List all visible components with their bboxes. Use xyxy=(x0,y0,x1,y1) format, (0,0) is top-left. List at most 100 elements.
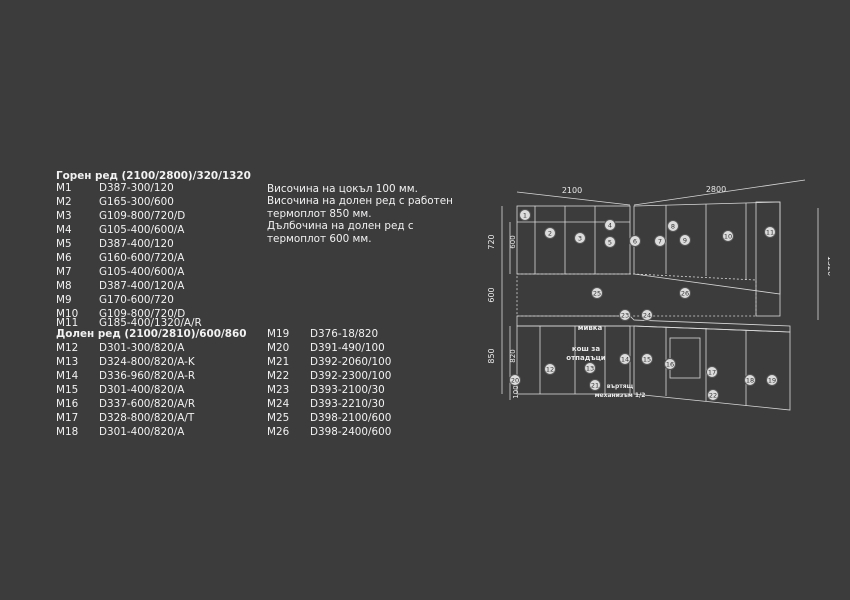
item-desc: D328-800/820/A/T xyxy=(99,412,195,424)
item-desc: D398-2100/600 xyxy=(310,412,392,424)
note-line: термоплот 600 мм. xyxy=(267,232,372,245)
marker-label: 1 xyxy=(523,212,527,220)
dim-label-upper-outer: 720 xyxy=(487,234,496,249)
marker-circle xyxy=(619,353,631,365)
item-desc: D391-490/100 xyxy=(310,342,385,354)
marker-label: 16 xyxy=(666,361,674,369)
marker-label: 3 xyxy=(578,235,582,243)
item-code: M4 xyxy=(56,224,72,236)
marker-label: 13 xyxy=(586,365,594,373)
note-line: термоплот 850 мм. xyxy=(267,207,372,220)
marker-circle xyxy=(589,379,601,391)
upper-cabinets-right xyxy=(633,201,781,295)
marker-circle xyxy=(667,220,679,232)
item-desc: D387-300/120 xyxy=(99,182,174,194)
item-desc: D376-18/820 xyxy=(310,328,379,340)
marker-label: 23 xyxy=(621,312,629,320)
item-code: M22 xyxy=(267,370,290,382)
marker-circle xyxy=(654,235,666,247)
item-desc: D336-960/820/A-R xyxy=(99,370,196,382)
marker-circle xyxy=(706,366,718,378)
item-code: M26 xyxy=(267,426,290,438)
dim-label-gap: 600 xyxy=(487,287,496,302)
dimension-line-right-width xyxy=(633,179,806,206)
item-desc: D393-2210/30 xyxy=(310,398,385,410)
item-code: M5 xyxy=(56,238,72,250)
dim-label-left-width: 2100 xyxy=(562,186,582,195)
marker-circle xyxy=(707,389,719,401)
item-code: M6 xyxy=(56,252,72,264)
worktop xyxy=(516,315,791,333)
marker-circle xyxy=(722,230,734,242)
bin-label-line1: кош за xyxy=(572,345,600,353)
kitchen-elevation-drawing: 2100 2800 1320 720 600 600 850 820 100 м… xyxy=(487,179,830,411)
item-desc: G109-800/720/D xyxy=(99,210,186,222)
item-code: M17 xyxy=(56,412,79,424)
marker-circle xyxy=(519,209,531,221)
marker-label: 24 xyxy=(643,312,651,320)
marker-label: 26 xyxy=(681,290,689,298)
item-desc: G105-400/600/A xyxy=(99,224,185,236)
item-code: M19 xyxy=(267,328,290,340)
dimension-line-left-width xyxy=(516,191,631,206)
marker-label: 20 xyxy=(511,377,519,385)
item-code: M9 xyxy=(56,294,72,306)
marker-label: 18 xyxy=(746,377,754,385)
sink-label: мивка xyxy=(578,324,603,332)
marker-label: 8 xyxy=(671,223,675,231)
bin-label-line2: отпадъци xyxy=(566,354,606,362)
marker-label: 9 xyxy=(683,237,687,245)
item-code: M11 xyxy=(56,317,79,329)
note-line: Дълбочина на долен ред с xyxy=(267,220,414,233)
item-code: M2 xyxy=(56,196,72,208)
item-code: M24 xyxy=(267,398,290,410)
marker-label: 10 xyxy=(724,233,732,241)
dim-label-upper-inner: 600 xyxy=(509,235,517,248)
marker-circle xyxy=(679,234,691,246)
item-code: M21 xyxy=(267,356,290,368)
lower-row-heading: Долен ред (2100/2810)/600/860 xyxy=(56,328,247,340)
marker-circle xyxy=(584,362,596,374)
marker-circle xyxy=(544,227,556,239)
item-code: M25 xyxy=(267,412,290,424)
item-desc: D392-2060/100 xyxy=(310,356,392,368)
marker-label: 19 xyxy=(768,377,776,385)
marker-label: 2 xyxy=(548,230,552,238)
tall-cabinet xyxy=(755,201,781,317)
marker-label: 14 xyxy=(621,356,629,364)
marker-circle xyxy=(664,358,676,370)
lower-cabinets-right xyxy=(633,325,791,411)
marker-circle xyxy=(744,374,756,386)
item-desc: G109-800/720/D xyxy=(99,308,186,320)
marker-label: 15 xyxy=(643,356,651,364)
notes-block: Височина на цокъл 100 мм. Височина на до… xyxy=(267,183,467,245)
item-desc: G185-400/1320/A/R xyxy=(99,317,202,329)
item-code: M3 xyxy=(56,210,72,222)
marker-circle xyxy=(679,287,691,299)
item-code: M16 xyxy=(56,398,79,410)
marker-circle xyxy=(641,309,653,321)
marker-label: 4 xyxy=(608,222,612,230)
marker-circle xyxy=(604,236,616,248)
item-code: M18 xyxy=(56,426,79,438)
dim-label-lower-inner: 820 xyxy=(509,349,517,362)
item-desc: G105-400/600/A xyxy=(99,266,185,278)
marker-circle xyxy=(619,309,631,321)
item-desc: D301-400/820/A xyxy=(99,384,185,396)
marker-circle xyxy=(509,374,521,386)
item-desc: D301-400/820/A xyxy=(99,426,185,438)
backsplash xyxy=(516,273,757,317)
dim-label-plinth: 100 xyxy=(512,385,520,398)
item-code: M8 xyxy=(56,280,72,292)
marker-label: 11 xyxy=(766,229,774,237)
item-desc: D398-2400/600 xyxy=(310,426,392,438)
item-code: M12 xyxy=(56,342,79,354)
item-desc: D301-300/820/A xyxy=(99,342,185,354)
item-desc: D387-400/120 xyxy=(99,238,174,250)
marker-circle xyxy=(766,374,778,386)
item-code: M13 xyxy=(56,356,79,368)
item-code: M15 xyxy=(56,384,79,396)
item-desc: G170-600/720 xyxy=(99,294,174,306)
item-desc: D393-2100/30 xyxy=(310,384,385,396)
marker-circle xyxy=(764,226,776,238)
